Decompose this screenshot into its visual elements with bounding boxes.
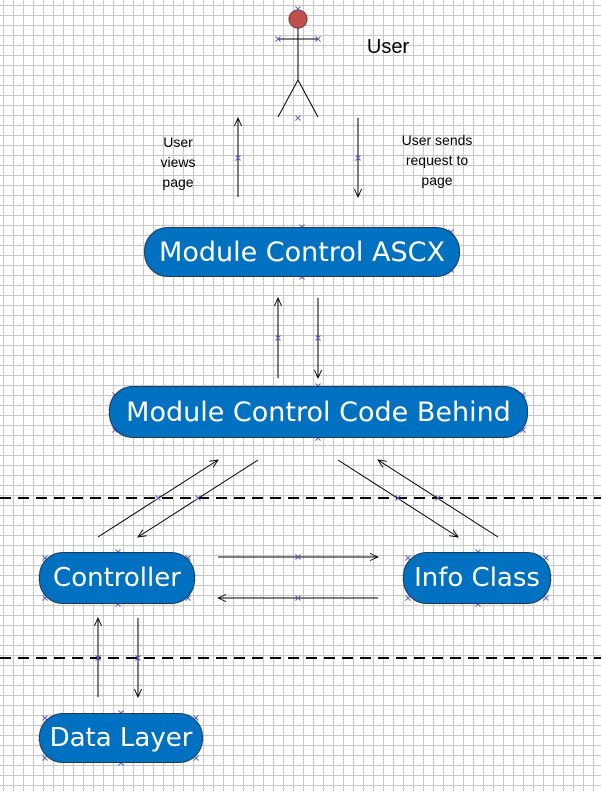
connection-point-marker [295, 554, 301, 560]
connection-point-marker [355, 155, 361, 161]
user-sends-request-label: User sends request to page [401, 132, 473, 188]
connection-point-marker [155, 495, 161, 501]
user-actor-icon [277, 9, 319, 118]
user-views-page-label: User views page [160, 134, 196, 190]
connection-point-marker [295, 595, 301, 601]
connection-point-marker [95, 655, 101, 661]
module-control-code-behind-node[interactable]: Module Control Code Behind [109, 386, 528, 438]
connection-point-marker [315, 36, 321, 42]
connection-point-marker [395, 495, 401, 501]
connection-point-marker [275, 36, 281, 42]
connection-point-marker [295, 6, 301, 12]
connection-point-marker [195, 495, 201, 501]
connection-point-marker [315, 335, 321, 341]
user-label: User [366, 36, 410, 58]
connection-point-marker [275, 335, 281, 341]
info-class-node[interactable]: Info Class [403, 552, 551, 604]
connection-point-marker [135, 655, 141, 661]
connection-point-marker [435, 495, 441, 501]
connection-point-marker [295, 115, 301, 121]
data-layer-node[interactable]: Data Layer [39, 713, 203, 763]
connection-point-marker [235, 155, 241, 161]
controller-node[interactable]: Controller [39, 552, 195, 604]
module-control-ascx-node[interactable]: Module Control ASCX [144, 227, 460, 277]
